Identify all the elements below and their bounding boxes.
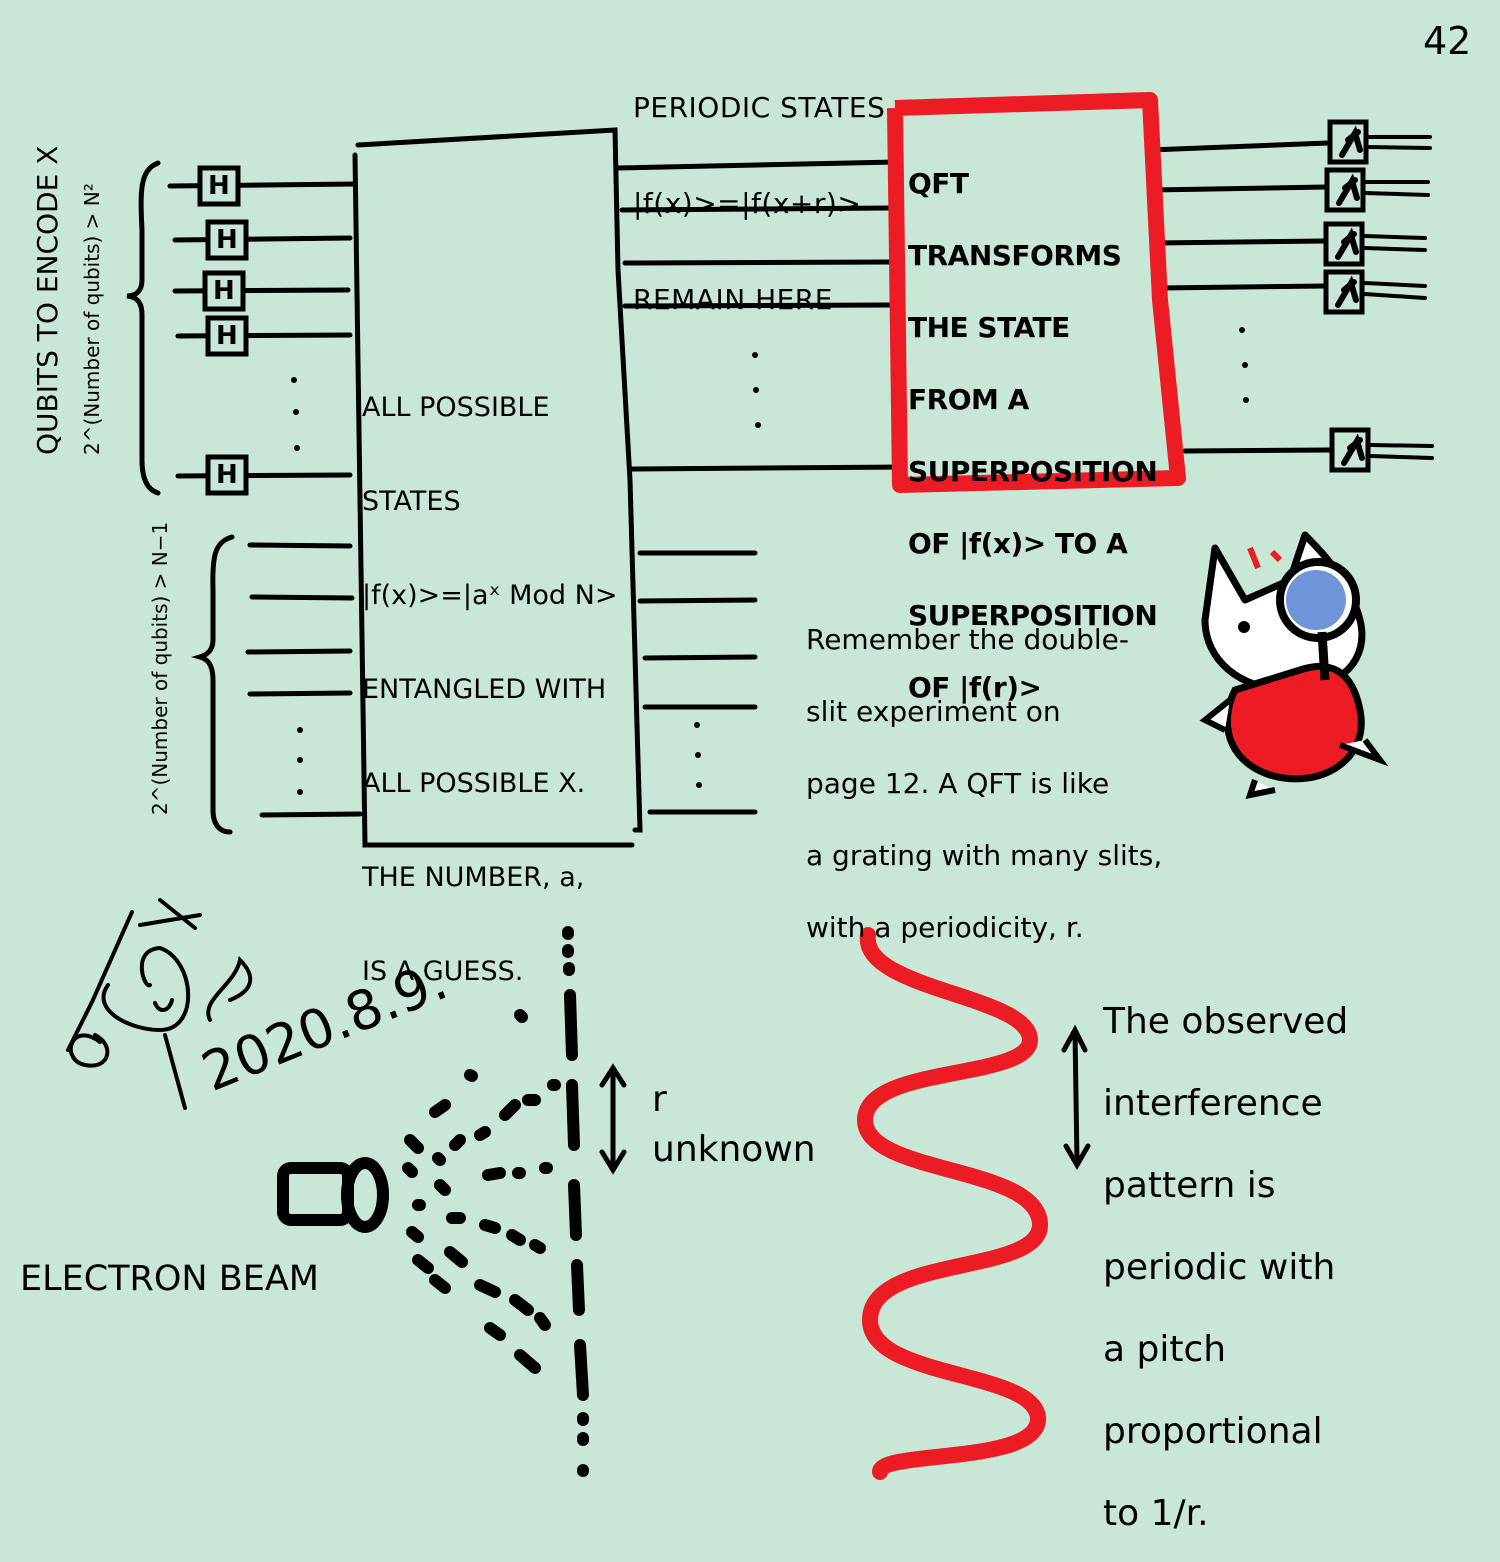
note-line: Remember the double- <box>806 623 1129 656</box>
wavefront-dots <box>402 1009 561 1374</box>
electron-beam-label: ELECTRON BEAM <box>20 1259 319 1299</box>
oracle-line: ALL POSSIBLE X. <box>362 768 586 799</box>
hadamard-gate-label: H <box>216 460 238 490</box>
oracle-line: STATES <box>362 486 461 517</box>
upper-register-condition: 2^(Number of qubits) > N² <box>80 183 104 455</box>
ellipsis-dots <box>291 327 1249 795</box>
input-wires-fx <box>245 542 363 818</box>
middle-wires <box>615 159 903 472</box>
qft-line: SUPERPOSITION <box>908 455 1158 488</box>
oracle-line: IS A GUESS. <box>362 956 524 987</box>
grating-wall <box>562 926 589 1477</box>
unknown-label: unknown <box>652 1129 816 1170</box>
oracle-box-text: ALL POSSIBLE STATES |f(x)>=|aˣ Mod N> EN… <box>362 340 617 1025</box>
qubits-to-encode-x-label: QUBITS TO ENCODE X <box>31 145 64 455</box>
interference-wave <box>856 927 1049 1480</box>
pitch-arrow-icon <box>1061 1024 1091 1170</box>
meter-needle-icons <box>1335 125 1365 466</box>
note-line: slit experiment on <box>806 695 1061 728</box>
qft-line: SUPERPOSITION <box>908 599 1158 632</box>
note-line: page 12. A QFT is like <box>806 767 1110 800</box>
lower-output-wires <box>637 550 758 815</box>
cat-mascot-illustration <box>1199 531 1389 799</box>
note-line: proportional <box>1103 1411 1323 1452</box>
signature-drawing <box>66 898 253 1110</box>
measurement-meters <box>1323 119 1371 473</box>
qft-line: THE STATE <box>908 311 1070 344</box>
qft-output-wires <box>1147 140 1333 454</box>
remember-note: Remember the double- slit experiment on … <box>806 594 1162 970</box>
qft-line: QFT <box>908 167 969 200</box>
hadamard-gates <box>197 165 249 496</box>
note-line: periodic with <box>1103 1247 1336 1288</box>
periodic-states-label: PERIODIC STATES |f(x)>=|f(x+r)> REMAIN H… <box>633 38 885 354</box>
circuit-drawing <box>66 92 1434 1480</box>
label-line: REMAIN HERE <box>633 283 833 316</box>
note-line: a grating with many slits, <box>806 839 1163 872</box>
classical-wires <box>1363 135 1434 460</box>
lower-register-condition: 2^(Number of qubits) > N−1 <box>148 521 172 815</box>
qft-line: OF |f(r)> <box>908 671 1042 704</box>
oracle-line: |f(x)>=|aˣ Mod N> <box>362 580 618 611</box>
qft-line: OF |f(x)> TO A <box>908 527 1128 560</box>
qft-box-outline <box>887 92 1186 493</box>
label-line: PERIODIC STATES <box>633 91 886 124</box>
note-line: to 1/r. <box>1103 1493 1209 1534</box>
note-line: interference <box>1103 1083 1323 1124</box>
observed-pattern-note: The observed interference pattern is per… <box>1103 972 1348 1562</box>
lower-brace <box>190 534 235 835</box>
oracle-line: ENTANGLED WITH <box>362 674 607 705</box>
qft-line: TRANSFORMS <box>908 239 1122 272</box>
qft-line: FROM A <box>908 383 1029 416</box>
label-line: |f(x)>=|f(x+r)> <box>633 187 862 220</box>
oracle-box-outline <box>352 127 643 848</box>
note-line: with a periodicity, r. <box>806 911 1084 944</box>
hadamard-gate-label: H <box>216 225 238 255</box>
note-line: a pitch <box>1103 1329 1227 1370</box>
electron-gun-icon <box>277 1157 389 1233</box>
oracle-line: ALL POSSIBLE <box>362 392 550 423</box>
hadamard-gate-label: H <box>213 276 235 306</box>
period-arrow-icon <box>599 1063 627 1175</box>
oracle-line: THE NUMBER, a, <box>362 862 585 893</box>
input-wires-x <box>167 181 358 479</box>
r-label: r <box>652 1079 667 1120</box>
hadamard-gate-label: H <box>216 321 238 351</box>
note-line: The observed <box>1103 1001 1349 1042</box>
hadamard-gate-label: H <box>208 171 230 201</box>
qft-box-text: QFT TRANSFORMS THE STATE FROM A SUPERPOS… <box>908 138 1158 730</box>
note-line: pattern is <box>1103 1165 1276 1206</box>
upper-brace <box>126 160 161 496</box>
page-number: 42 <box>1423 19 1472 63</box>
